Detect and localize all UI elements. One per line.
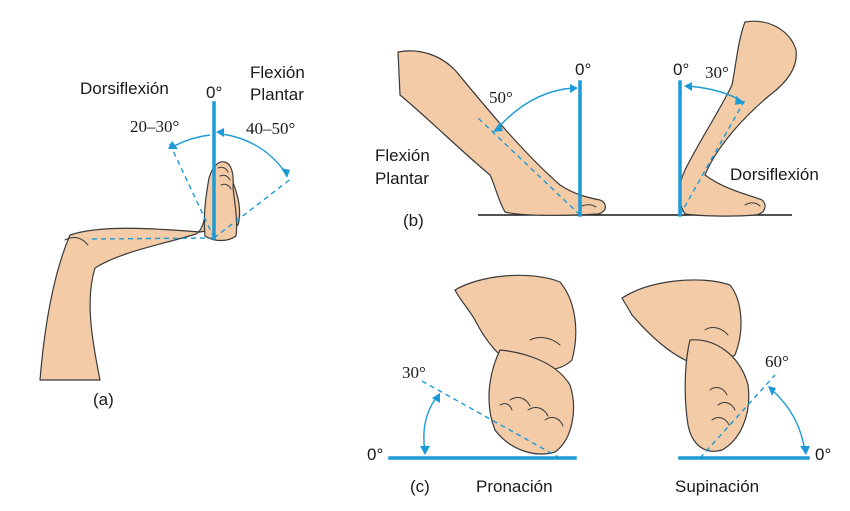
- plantar-flexion-label-b-line1: Flexión: [375, 146, 430, 165]
- dorsiflexion-zero-b: 0°: [673, 60, 689, 79]
- dorsiflexion-range-a: 20–30°: [130, 117, 179, 136]
- supination-zero-c: 0°: [815, 445, 831, 464]
- foot-illustration-c-right: [684, 339, 750, 452]
- zero-label-a: 0°: [206, 83, 222, 102]
- panel-label-a: (a): [93, 390, 114, 409]
- dorsiflexion-label-b: Dorsiflexión: [730, 165, 819, 184]
- panel-b: Flexión Plantar 50° 0° 0° 30° Dorsiflexi…: [375, 20, 819, 230]
- plantar-flexion-label-a-line2: Plantar: [250, 85, 304, 104]
- dorsiflexion-label-a: Dorsiflexión: [80, 79, 169, 98]
- plantar-zero-b: 0°: [575, 60, 591, 79]
- pronation-zero-c: 0°: [367, 445, 383, 464]
- panel-a: Dorsiflexión Flexión Plantar 0° 20–30° 4…: [39, 63, 305, 409]
- leg-illustration-b-right: [678, 20, 797, 217]
- plantar-flexion-label-b-line2: Plantar: [375, 169, 429, 188]
- supination-label-c: Supinación: [675, 477, 759, 496]
- leg-illustration-b-left: [397, 50, 606, 216]
- plantar-range-a: 40–50°: [246, 119, 295, 138]
- plantar-flexion-label-a-line1: Flexión: [250, 63, 305, 82]
- dorsiflexion-angle-b: 30°: [705, 63, 729, 82]
- hand-illustration-c-left: [454, 274, 577, 371]
- foot-illustration-c-left: [488, 349, 575, 455]
- panel-label-c: (c): [410, 477, 430, 496]
- panel-label-b: (b): [403, 211, 424, 230]
- plantar-angle-b: 50°: [489, 88, 513, 107]
- supination-angle-c: 60°: [765, 352, 789, 371]
- pronation-angle-c: 30°: [402, 363, 426, 382]
- pronation-label-c: Pronación: [476, 477, 553, 496]
- panel-c: 30° 0° 60° 0° (c) Pronación Supinación: [367, 274, 831, 496]
